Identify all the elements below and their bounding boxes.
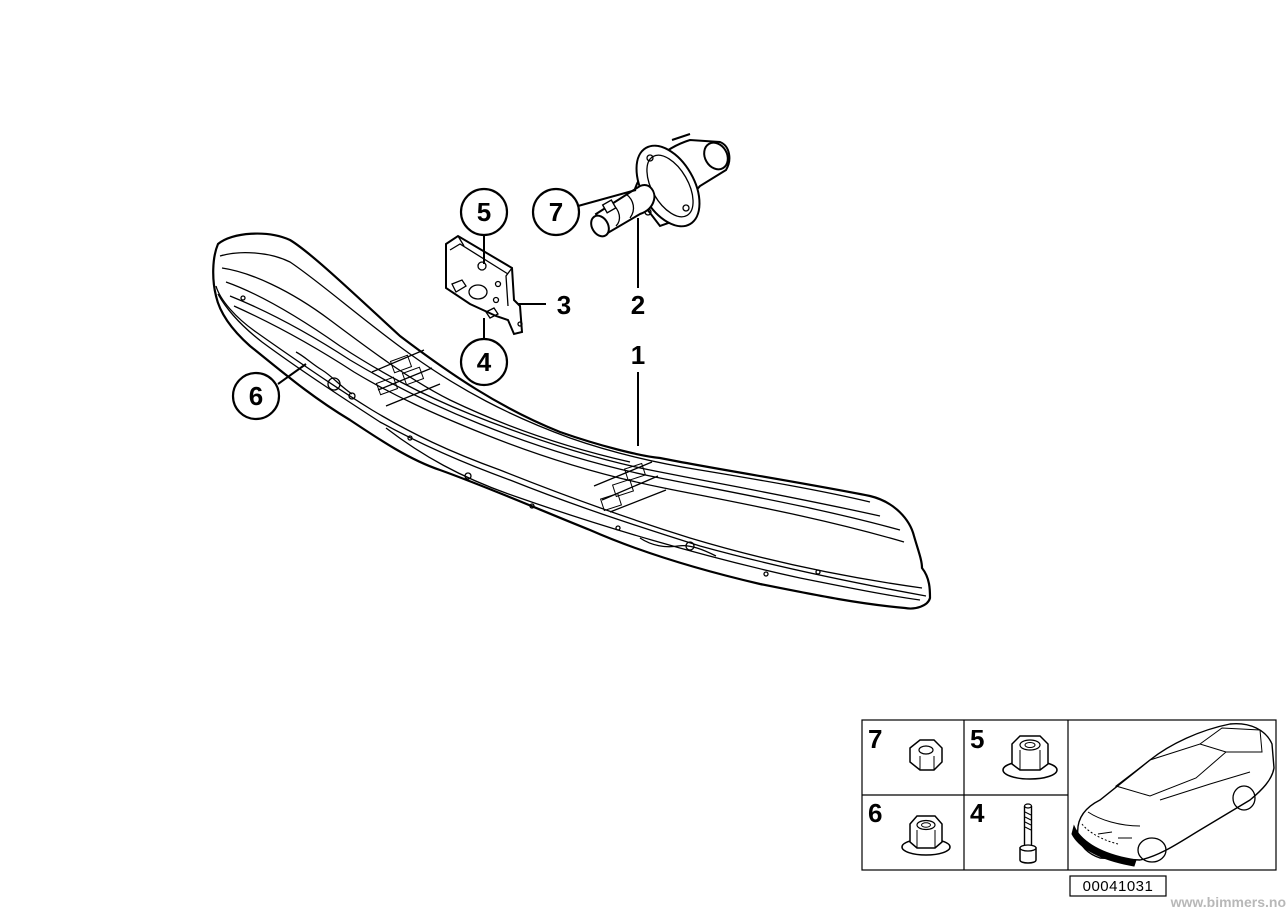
diagram-id: 00041031 (1083, 878, 1154, 895)
bumper-hole (348, 392, 356, 400)
legend-cell-6[interactable]: 6 (868, 798, 951, 856)
bolt-icon (1019, 803, 1037, 864)
absorber-nut (601, 199, 617, 214)
bumper-hole (464, 472, 472, 480)
leader-line-6 (277, 363, 307, 385)
absorber-tube (594, 184, 656, 236)
bumper-pocket (389, 354, 413, 374)
bracket-plate (445, 234, 524, 336)
bumper-carrier-edge (221, 267, 631, 463)
legend-cell-7[interactable]: 7 (868, 724, 943, 771)
bumper-pocket (401, 366, 425, 386)
bumper-carrier-edge (385, 427, 921, 601)
absorber-tube-end (590, 214, 610, 238)
bumper-pocket (599, 492, 623, 512)
watermark: www.bimmers.no (1170, 894, 1286, 910)
bumper-hole (407, 435, 413, 441)
legend-cell-7-label: 7 (868, 724, 882, 754)
bumper-carrier-part[interactable] (212, 232, 932, 610)
flange-nut-icon (901, 815, 951, 856)
flange-nut-icon (1002, 735, 1058, 780)
bracket-stud (485, 307, 499, 319)
callout-4-circle (459, 337, 509, 387)
legend-cell-5-label: 5 (970, 724, 984, 754)
callout-6-circle (231, 371, 281, 421)
bracket-stud (451, 279, 467, 293)
callout-3-label: 3 (557, 290, 571, 320)
callout-4-label: 4 (477, 347, 492, 377)
bumper-carrier-edge (217, 293, 927, 597)
callout-7-circle (531, 187, 581, 237)
bumper-carrier-edge (225, 281, 881, 517)
bumper-carrier-edge (229, 295, 901, 531)
absorber-shaft (671, 133, 691, 141)
callout-2[interactable]: 2 (631, 290, 645, 320)
bumper-pocket (375, 376, 399, 396)
car-front-bumper-icon (1071, 723, 1275, 867)
bumper-carrier-edge (219, 252, 871, 503)
bracket-hole (494, 280, 502, 288)
bumper-pocket (623, 462, 647, 482)
bumper-hole (685, 541, 695, 551)
legend-cell-4[interactable]: 4 (970, 798, 1037, 864)
callout-1[interactable]: 1 (631, 340, 645, 370)
callout-7[interactable]: 7 (531, 187, 581, 237)
callout-7-label: 7 (549, 197, 563, 227)
callout-5-circle (459, 187, 509, 237)
legend-cell-6-label: 6 (868, 798, 882, 828)
bracket-edge (457, 235, 465, 247)
bumper-carrier-outline (212, 232, 932, 610)
bumper-hole (240, 295, 246, 301)
bracket-edge (505, 267, 513, 307)
bumper-carrier-edge (233, 305, 905, 543)
bracket-edge (449, 243, 509, 275)
callout-6-label: 6 (249, 381, 263, 411)
absorber-cap (703, 141, 729, 171)
callouts: 1 2 3 4 5 6 7 (231, 187, 645, 421)
absorber-tube-ring (625, 193, 635, 219)
legend-cell-4-label: 4 (970, 798, 985, 828)
callout-4[interactable]: 4 (459, 337, 509, 387)
bracket-hole (477, 261, 487, 271)
bracket-hole (492, 296, 500, 304)
bracket-part[interactable] (445, 234, 524, 336)
bumper-hole (615, 525, 621, 531)
bumper-slot (295, 351, 353, 395)
bracket-hole (517, 321, 523, 327)
legend-cell-5[interactable]: 5 (970, 724, 1058, 780)
bumper-hole (327, 377, 341, 391)
bumper-hole (763, 571, 769, 577)
bumper-carrier-edge (215, 285, 923, 589)
impact-absorber-part[interactable] (588, 133, 733, 240)
callout-3[interactable]: 3 (557, 290, 571, 320)
callout-2-label: 2 (631, 290, 645, 320)
bumper-pocket (611, 478, 635, 498)
callout-5-label: 5 (477, 197, 491, 227)
callout-1-label: 1 (631, 340, 645, 370)
bumper-hole (815, 569, 821, 575)
callout-6[interactable]: 6 (231, 371, 281, 421)
callout-5[interactable]: 5 (459, 187, 509, 237)
bumper-slot (639, 537, 717, 557)
bumper-hole (529, 503, 535, 509)
highlighted-bumper (1071, 824, 1137, 867)
hex-nut-icon (909, 739, 943, 771)
leader-line-7 (577, 189, 637, 207)
bracket-hole (468, 284, 488, 300)
legend-table: 7 5 6 (861, 719, 1277, 871)
diagram-id-box: 00041031 (1069, 875, 1167, 897)
leader-lines (277, 189, 639, 446)
flange-bolt-hole (646, 154, 654, 162)
flange-bolt-hole (682, 204, 690, 212)
